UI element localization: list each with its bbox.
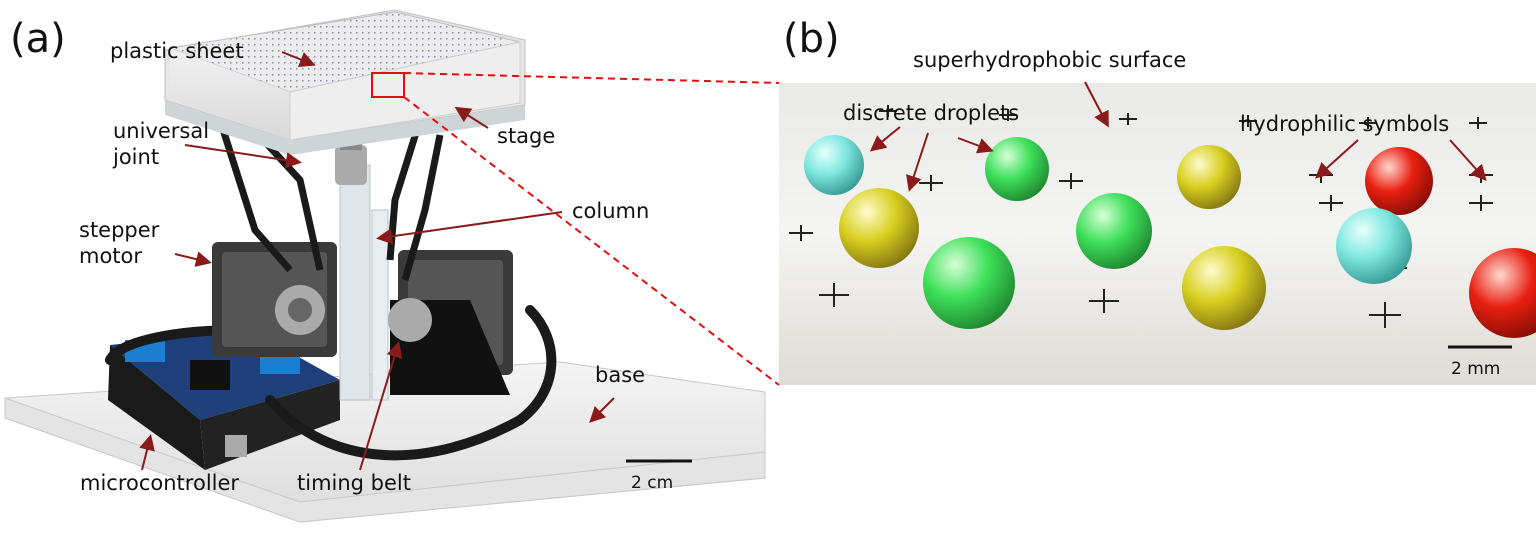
plastic-sheet xyxy=(168,11,521,141)
microcontroller-board xyxy=(108,330,340,470)
stepper-motor-left xyxy=(212,242,337,357)
column xyxy=(335,130,389,401)
droplets xyxy=(804,135,1536,338)
label-superhydrophobic-surface: superhydrophobic surface xyxy=(913,48,1186,72)
panel-a-photo xyxy=(4,9,766,523)
panel-b-letter: (b) xyxy=(783,16,840,62)
panel-b-photo xyxy=(779,83,1536,385)
